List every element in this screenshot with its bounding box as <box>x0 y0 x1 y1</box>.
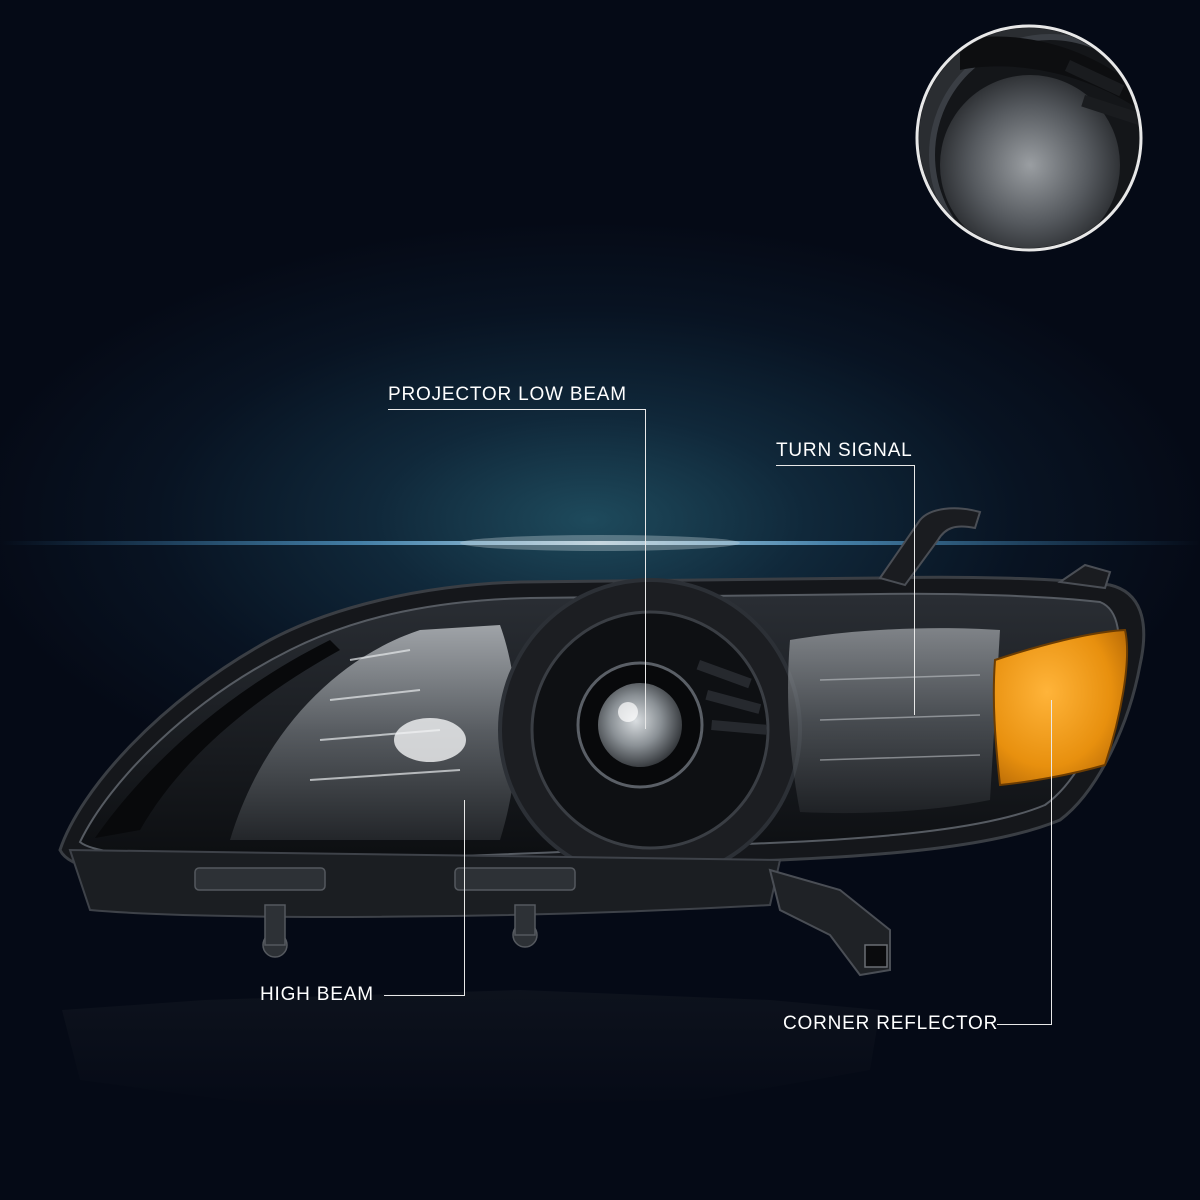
leader-line-turn-v <box>914 465 915 715</box>
headlight-reflection <box>62 990 880 1110</box>
high-beam-bulb-glare <box>394 718 466 762</box>
mount-tabs <box>194 867 576 958</box>
callout-corner-reflector: CORNER REFLECTOR <box>783 1013 999 1034</box>
projector-lens-closeup-inset <box>915 24 1143 252</box>
rear-bracket <box>768 868 891 977</box>
turn-signal-facets <box>819 674 981 761</box>
connector-socket <box>864 944 888 968</box>
leader-line-corner-h <box>997 1024 1052 1025</box>
leader-line-projector-v <box>645 409 646 729</box>
projector-fins <box>696 660 767 735</box>
leader-line-turn-h <box>776 465 915 466</box>
projector-lens <box>598 683 682 767</box>
leader-line-corner-v <box>1051 700 1052 1025</box>
amber-corner-reflector <box>992 628 1128 787</box>
top-mount-bracket <box>878 507 982 587</box>
lens-flare-line <box>0 541 1200 545</box>
turn-signal-chamber <box>788 628 1000 814</box>
bezel-strip <box>95 640 340 838</box>
callout-turn-signal: TURN SIGNAL <box>776 440 913 461</box>
callout-projector-low-beam: PROJECTOR LOW BEAM <box>388 384 627 405</box>
lens-flare-glow <box>460 535 740 551</box>
lower-trim <box>68 848 782 918</box>
corner-mount-tab <box>1057 563 1112 590</box>
leader-line-projector-h <box>388 409 646 410</box>
high-beam-reflector <box>230 625 517 840</box>
leader-line-high-v <box>464 800 465 996</box>
leader-line-high-h <box>384 995 465 996</box>
callout-high-beam: HIGH BEAM <box>260 984 374 1005</box>
projector-lens-highlight <box>618 702 638 722</box>
